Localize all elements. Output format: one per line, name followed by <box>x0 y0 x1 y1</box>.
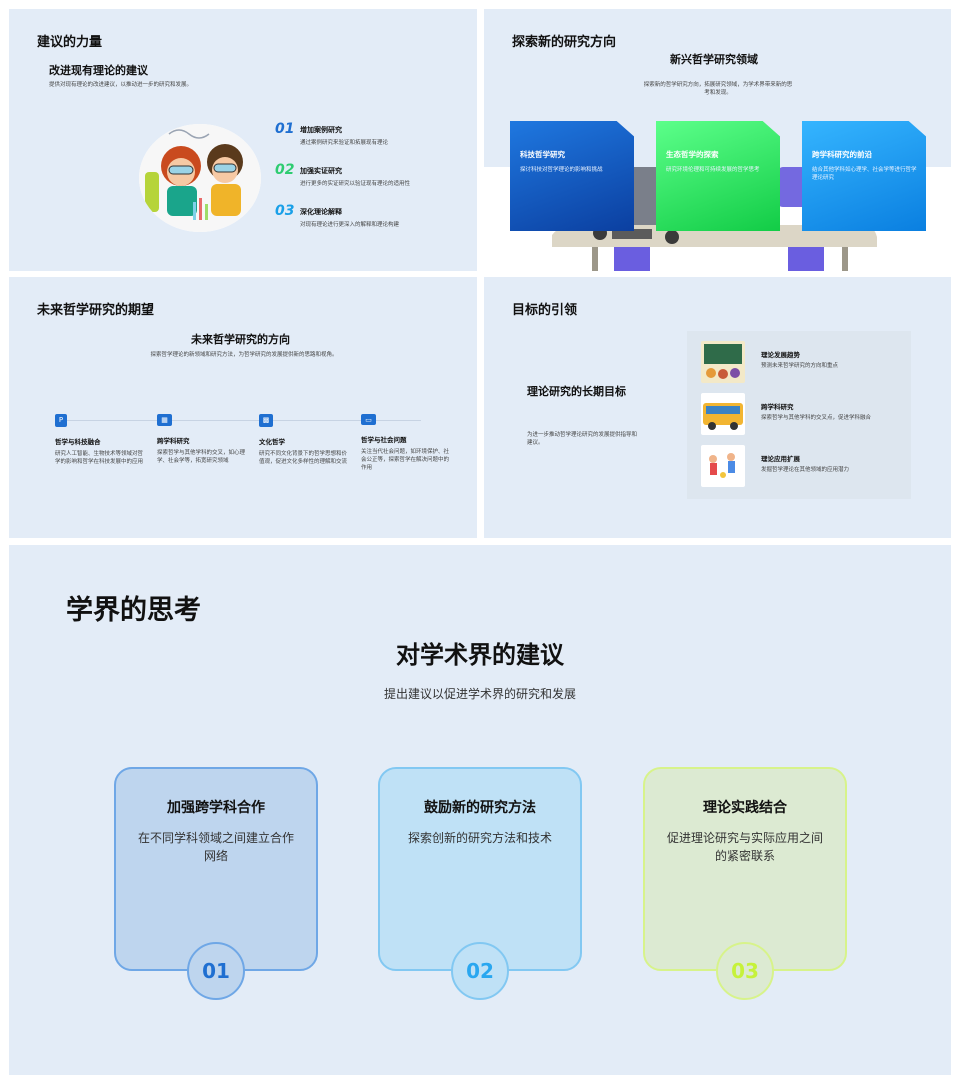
slide5-title: 学界的思考 <box>66 595 201 626</box>
briefcase-icon: ▦ <box>157 414 172 426</box>
card-number-badge: 01 <box>187 942 245 1000</box>
document-icon: P <box>55 414 67 427</box>
slide2-desc: 探索新的哲学研究方向，拓展研究领域，为学术界带来新的思考和发现。 <box>643 82 793 96</box>
goal-item-application: 理论应用扩展 发掘哲学理论在其他领域的应用潜力 <box>701 445 901 491</box>
printer-icon: ▩ <box>259 414 273 427</box>
item-title: 哲学与科技融合 <box>55 438 101 446</box>
school-bus-image <box>701 393 745 435</box>
timeline-line <box>61 420 421 421</box>
slide3-title: 未来哲学研究的期望 <box>37 303 155 318</box>
goal-title: 跨学科研究 <box>761 403 794 411</box>
goal-desc: 发掘哲学理论在其他领域的应用潜力 <box>761 467 850 473</box>
slide2-subtitle: 新兴哲学研究领域 <box>670 53 758 66</box>
slide4-subtitle: 理论研究的长期目标 <box>527 385 626 398</box>
card-number-badge: 03 <box>716 942 774 1000</box>
card-eco-philosophy: 生态哲学的探索 研究环境伦理和可持续发展的哲学思考 <box>656 121 780 231</box>
item-desc-case-study: 通过案例研究来验证和拓展现有理论 <box>300 140 389 146</box>
card-title: 生态哲学的探索 <box>666 150 719 159</box>
item-desc-theory: 对现有理论进行更深入的解释和理论构建 <box>300 222 400 228</box>
item-cultural: ▩ 文化哲学 研究不同文化背景下的哲学思想和价值观，促进文化多样性的理解和交流 <box>259 414 351 466</box>
goal-title: 理论发展趋势 <box>761 351 800 359</box>
card-desc: 促进理论研究与实际应用之间的紧密联系 <box>666 831 823 863</box>
slide-future-expectations: 未来哲学研究的期望 未来哲学研究的方向 探索哲学理论的新领域和研究方法，为哲学研… <box>9 277 477 538</box>
item-title: 跨学科研究 <box>157 437 190 445</box>
goal-desc: 预测未来哲学研究的方向和重点 <box>761 363 839 369</box>
slide1-title: 建议的力量 <box>37 35 103 50</box>
item-desc: 研究不同文化背景下的哲学思想和价值观，促进文化多样性的理解和交流 <box>259 451 348 465</box>
slide4-desc: 为进一步推动哲学理论研究的发展提供指导和建议。 <box>527 432 638 446</box>
item-tech-fusion: P 哲学与科技融合 研究人工智能、生物技术等领域对哲学的影响和哲学在科技发展中的… <box>55 414 147 466</box>
card-desc: 结合其他学科如心理学、社会学等进行哲学理论研究 <box>812 167 917 181</box>
item-title-empirical: 加强实证研究 <box>300 167 342 175</box>
item-number-03: 03 <box>275 203 295 219</box>
kids-scientists-illustration <box>139 124 261 232</box>
goal-desc: 探索哲学与其他学科的交叉点，促进学科融合 <box>761 415 872 421</box>
children-playing-image <box>701 445 745 487</box>
item-number-02: 02 <box>275 162 295 178</box>
goal-item-trend: 理论发展趋势 预测未来哲学研究的方向和重点 <box>701 341 901 387</box>
item-desc: 关注当代社会问题，如环境保护、社会公正等，探索哲学在解决问题中的作用 <box>361 449 450 471</box>
suggestion-card-practice: 理论实践结合 促进理论研究与实际应用之间的紧密联系 <box>643 767 847 971</box>
suggestion-card-methods: 鼓励新的研究方法 探索创新的研究方法和技术 <box>378 767 582 971</box>
card-title: 科技哲学研究 <box>520 150 565 159</box>
card-title: 理论实践结合 <box>703 800 787 816</box>
slide2-title: 探索新的研究方向 <box>512 35 617 50</box>
slide1-subtitle: 改进现有理论的建议 <box>49 64 148 77</box>
goal-list-panel: 理论发展趋势 预测未来哲学研究的方向和重点 跨学科研究 探索哲学与其他学科的交叉… <box>687 331 911 499</box>
slide3-subtitle: 未来哲学研究的方向 <box>191 333 290 346</box>
classroom-image <box>701 341 745 383</box>
slide5-desc: 提出建议以促进学术界的研究和发展 <box>383 687 576 701</box>
item-desc-empirical: 进行更多的实证研究以验证现有理论的适用性 <box>300 181 411 187</box>
card-number-badge: 02 <box>451 942 509 1000</box>
slide5-subtitle: 对学术界的建议 <box>396 641 564 669</box>
card-desc: 在不同学科领域之间建立合作网络 <box>137 831 294 863</box>
suggestion-card-collaboration: 加强跨学科合作 在不同学科领域之间建立合作网络 <box>114 767 318 971</box>
item-interdisciplinary: ▦ 跨学科研究 探索哲学与其他学科的交叉，如心理学、社会学等，拓宽研究领域 <box>157 414 249 465</box>
item-number-01: 01 <box>275 121 295 137</box>
slide1-desc: 提供对现有理论的改进建议，以推动进一步的研究和发展。 <box>49 82 193 88</box>
goal-item-interdisciplinary: 跨学科研究 探索哲学与其他学科的交叉点，促进学科融合 <box>701 393 901 439</box>
sofa-icon: ▭ <box>361 414 376 425</box>
slide4-title: 目标的引领 <box>512 303 578 318</box>
card-desc: 探索创新的研究方法和技术 <box>407 831 552 845</box>
card-title: 鼓励新的研究方法 <box>424 800 536 816</box>
item-title-theory: 深化理论解释 <box>300 208 342 216</box>
item-title: 文化哲学 <box>259 438 285 446</box>
card-tech-philosophy: 科技哲学研究 探讨科技对哲学理论的影响和挑战 <box>510 121 634 231</box>
card-title: 加强跨学科合作 <box>167 800 265 816</box>
item-desc: 探索哲学与其他学科的交叉，如心理学、社会学等，拓宽研究领域 <box>157 450 246 464</box>
goal-title: 理论应用扩展 <box>761 455 800 463</box>
card-desc: 研究环境伦理和可持续发展的哲学思考 <box>666 167 760 173</box>
card-title: 跨学科研究的前沿 <box>812 150 872 159</box>
slide3-desc: 探索哲学理论的新领域和研究方法，为哲学研究的发展提供新的思路和视角。 <box>150 352 338 358</box>
card-desc: 探讨科技对哲学理论的影响和挑战 <box>520 167 603 173</box>
item-social-issues: ▭ 哲学与社会问题 关注当代社会问题，如环境保护、社会公正等，探索哲学在解决问题… <box>361 414 453 472</box>
card-interdisciplinary-frontier: 跨学科研究的前沿 结合其他学科如心理学、社会学等进行哲学理论研究 <box>802 121 926 231</box>
item-desc: 研究人工智能、生物技术等领域对哲学的影响和哲学在科技发展中的应用 <box>55 451 144 465</box>
item-title-case-study: 增加案例研究 <box>300 126 342 134</box>
slide-new-directions: 探索新的研究方向 新兴哲学研究领域 探索新的哲学研究方向，拓展研究领域，为学术界… <box>484 9 951 271</box>
slide-suggestion-power: 建议的力量 改进现有理论的建议 提供对现有理论的改进建议，以推动进一步的研究和发… <box>9 9 477 271</box>
slide-goal-guidance: 目标的引领 理论研究的长期目标 为进一步推动哲学理论研究的发展提供指导和建议。 … <box>484 277 951 538</box>
item-title: 哲学与社会问题 <box>361 436 407 444</box>
